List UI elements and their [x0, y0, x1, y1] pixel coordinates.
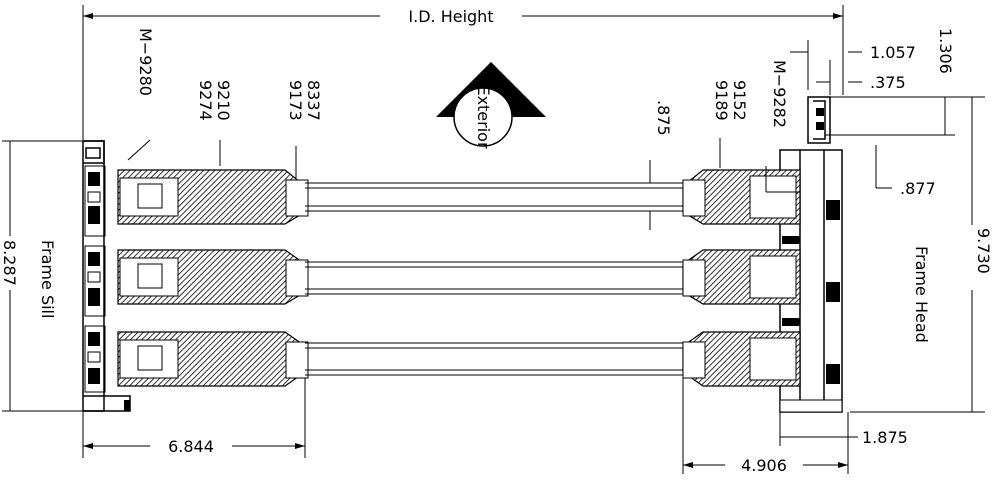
svg-text:M−9280: M−9280	[136, 28, 155, 96]
svg-text:Frame Sill: Frame Sill	[38, 240, 57, 318]
svg-text:9173: 9173	[286, 80, 305, 121]
sash-row-1	[117, 169, 801, 225]
svg-text:9274: 9274	[196, 80, 215, 121]
dim-6844: 6.844	[82, 378, 306, 458]
svg-text:1.875: 1.875	[862, 428, 908, 447]
svg-text:8337: 8337	[304, 80, 323, 121]
sash-row-2	[117, 249, 801, 305]
callout-m9280: M−9280	[127, 28, 155, 161]
sash-row-3	[117, 331, 801, 387]
exterior-symbol: Exterior	[436, 62, 546, 149]
id-height-label: I.D. Height	[408, 7, 493, 26]
svg-text:.875: .875	[654, 100, 673, 136]
callout-8337-9173: 8337 9173	[286, 80, 323, 178]
id-height-dimension: I.D. Height	[82, 5, 844, 140]
callout-875: .875	[649, 100, 673, 230]
frame-head-label: Frame Head	[912, 246, 931, 343]
svg-text:.375: .375	[870, 73, 906, 92]
frame-sill-label: Frame Sill	[38, 240, 57, 318]
svg-text:1.306: 1.306	[936, 28, 955, 74]
svg-text:4.906: 4.906	[741, 456, 787, 475]
callout-9152-9189: 9152 9189	[712, 80, 749, 168]
frame-sill	[82, 140, 131, 412]
svg-text:9210: 9210	[214, 80, 233, 121]
svg-text:9152: 9152	[730, 80, 749, 121]
dim-9730: 9.730	[830, 96, 993, 413]
svg-text:9189: 9189	[712, 80, 731, 121]
dim-877: .877	[875, 145, 936, 198]
dim-1875: 1.875	[779, 412, 908, 447]
svg-text:M−9282: M−9282	[770, 60, 789, 128]
callout-9210-9274: 9210 9274	[196, 80, 233, 166]
dim-375: .375	[816, 60, 906, 95]
svg-text:Frame Head: Frame Head	[912, 246, 931, 343]
exterior-label: Exterior	[474, 85, 493, 149]
dim-1057: 1.057	[790, 40, 916, 90]
dim-8287: 8.287	[0, 140, 83, 412]
svg-text:8.287: 8.287	[0, 240, 19, 286]
svg-text:6.844: 6.844	[168, 437, 214, 456]
svg-text:.877: .877	[900, 179, 936, 198]
callout-m9282: M−9282	[765, 60, 800, 193]
dim-4906: 4.906	[682, 378, 849, 475]
svg-text:1.057: 1.057	[870, 43, 916, 62]
svg-text:9.730: 9.730	[974, 228, 993, 274]
